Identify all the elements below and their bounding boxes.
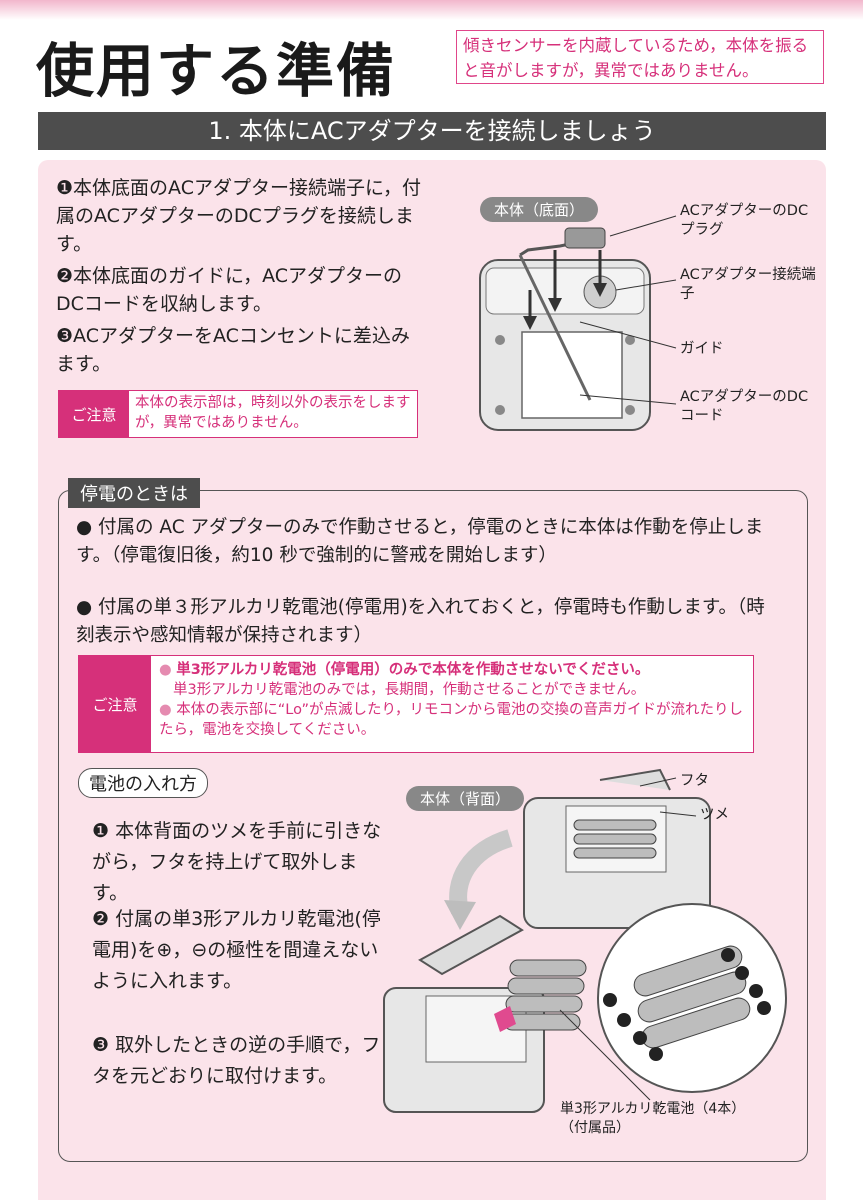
top-band: [0, 0, 863, 20]
top-note: 傾きセンサーを内蔵しているため，本体を振ると音がしますが，異常ではありません。: [456, 30, 824, 84]
label-guide: ガイド: [680, 341, 724, 357]
bottom-view-tag: 本体（底面）: [480, 197, 599, 222]
step-1: ❶本体底面のACアダプター接続端子に，付属のACアダプターのDCプラグを接続しま…: [56, 177, 422, 255]
caution-label: ご注意: [59, 391, 129, 437]
label-dc-cord: ACアダプターのDCコード: [680, 389, 809, 424]
caution-line-2: 単3形アルカリ乾電池のみでは，長期間，作動させることができません。: [173, 682, 646, 698]
label-batteries: 単3形アルカリ乾電池（4本）（付属品）: [560, 1101, 739, 1136]
battery-title: 電池の入れ方: [78, 768, 208, 798]
page-title: 使用する準備: [36, 37, 397, 105]
caution-box-1: ご注意 本体の表示部は，時刻以外の表示をしますが，異常ではありません。: [58, 390, 418, 438]
section-title: 1. 本体にACアダプターを接続しましょう: [38, 112, 826, 150]
outage-bullet-1: ● 付属の AC アダプターのみで作動させると，停電のときに本体は作動を停止しま…: [76, 517, 764, 566]
caution-label-2: ご注意: [79, 656, 151, 752]
power-outage-title: 停電のときは: [68, 478, 200, 508]
caution-line-3: 本体の表示部に“Lo”が点滅したり，リモコンから電池の交換の音声ガイドが流れたり…: [159, 702, 743, 738]
label-tab: ツメ: [700, 807, 729, 823]
caution-box-2: ご注意 ● 単3形アルカリ乾電池（停電用）のみで本体を作動させないでください。 …: [78, 655, 754, 753]
caution-text-2: ● 単3形アルカリ乾電池（停電用）のみで本体を作動させないでください。 単3形ア…: [151, 656, 753, 752]
caution-line-1: 単3形アルカリ乾電池（停電用）のみで本体を作動させないでください。: [176, 662, 650, 678]
battery-step-2: ❷ 付属の単3形アルカリ乾電池(停電用)を⊕，⊖の極性を間違えないように入れます…: [92, 908, 381, 992]
step-3: ❸ACアダプターをACコンセントに差込みます。: [56, 325, 410, 375]
label-lid: フタ: [680, 773, 709, 789]
battery-step-1: ❶ 本体背面のツメを手前に引きながら，フタを持上げて取外します。: [92, 820, 382, 904]
caution-text: 本体の表示部は，時刻以外の表示をしますが，異常ではありません。: [135, 395, 411, 431]
label-dc-plug: ACアダプターのDCプラグ: [680, 203, 809, 238]
outage-bullet-2: ● 付属の単３形アルカリ乾電池(停電用)を入れておくと，停電時も作動します。（時…: [76, 597, 765, 646]
battery-step-3: ❸ 取外したときの逆の手順で，フタを元どおりに取付けます。: [92, 1034, 381, 1087]
step-2: ❷本体底面のガイドに，ACアダプターのDCコードを収納します。: [56, 265, 403, 315]
label-adapter-jack: ACアダプター接続端子: [680, 267, 816, 302]
back-view-tag: 本体（背面）: [406, 786, 525, 811]
